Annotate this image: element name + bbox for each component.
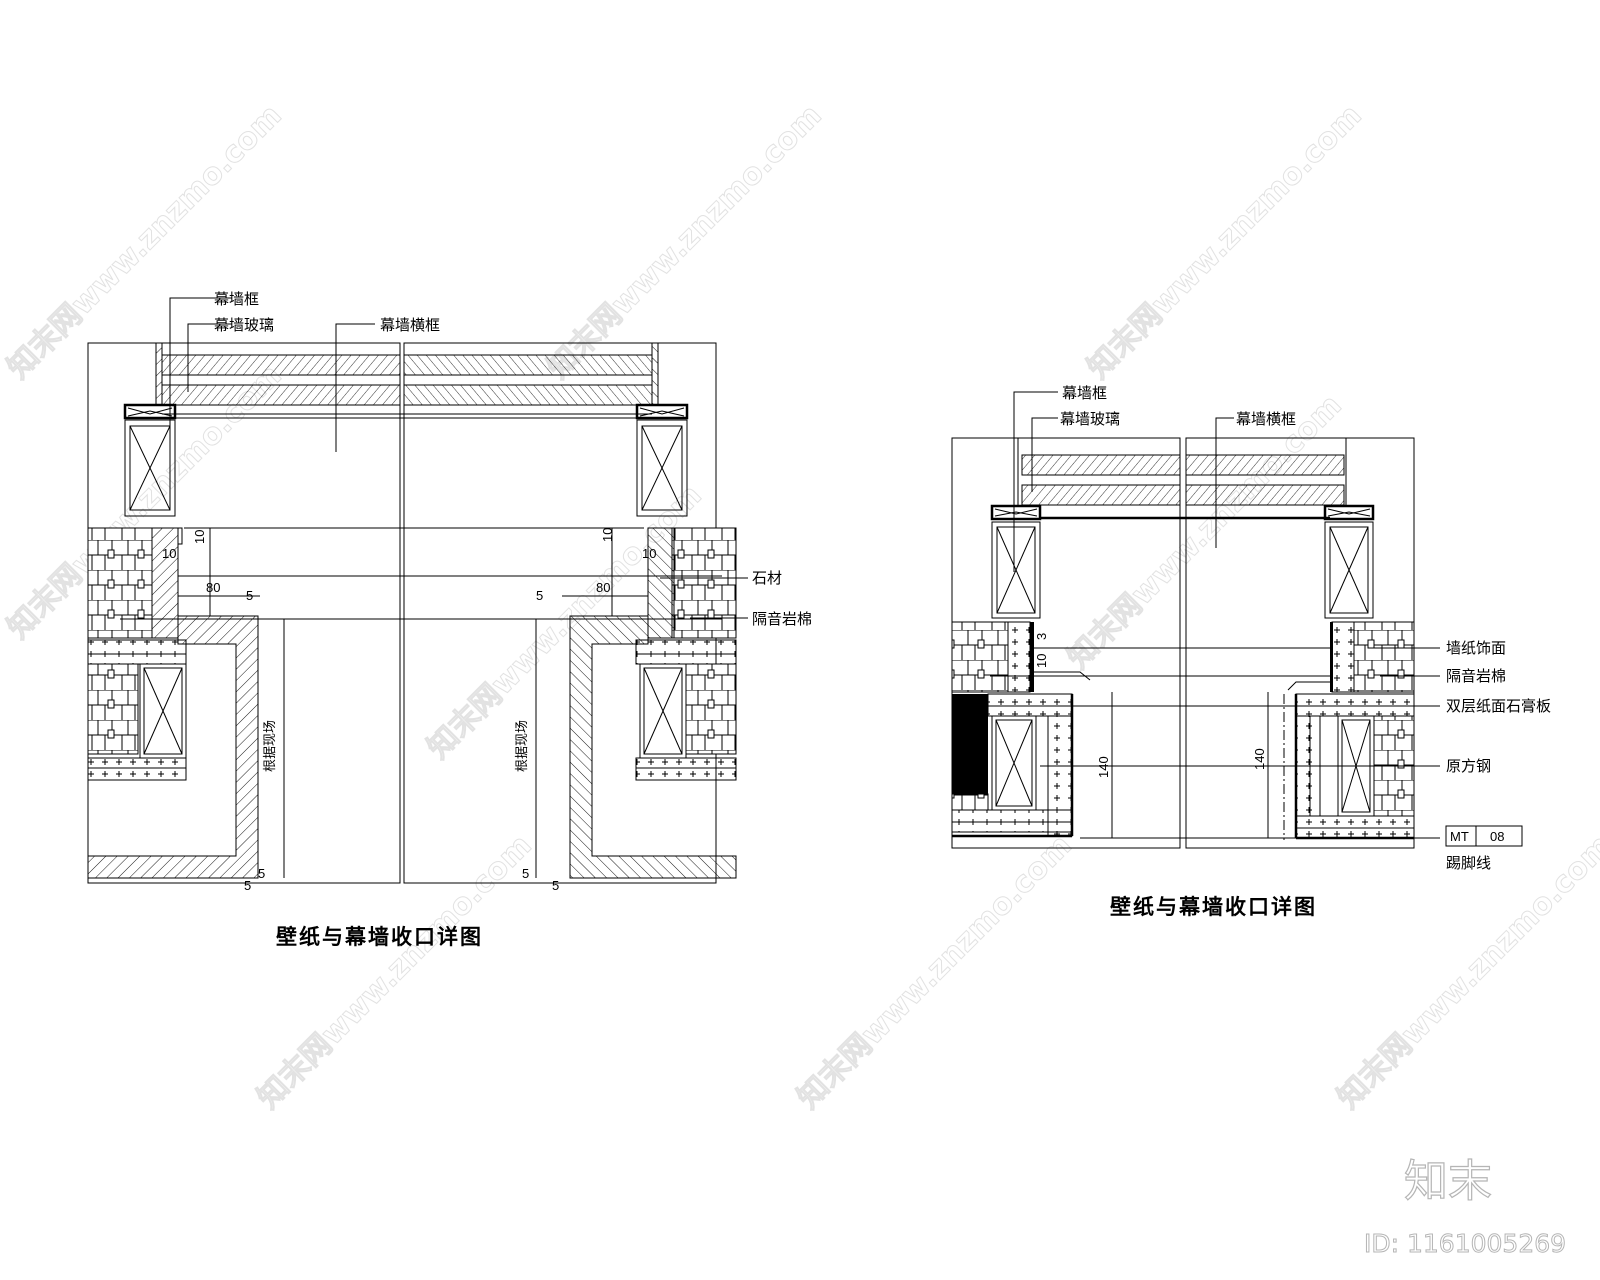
stone-layer [151, 527, 179, 639]
dim-5-small-right: 5 [536, 588, 543, 603]
dim-10-top-right: 10 [600, 528, 615, 542]
glass-band [403, 354, 653, 376]
glass-band [403, 384, 653, 406]
label-curtain-transom: 幕墙横框 [380, 316, 440, 334]
material-tag: MT 08 [1445, 825, 1523, 847]
detail-right-title: 壁纸与幕墙收口详图 [1110, 894, 1317, 919]
watermark-layer: 知末网www.znzmo.com 知末网www.znzmo.com 知末网www… [0, 97, 1600, 1116]
dim-5-small: 5 [246, 588, 253, 603]
dim-5-foot-right: 5 [552, 878, 559, 893]
label-rock-wool: 隔音岩棉 [1446, 667, 1506, 685]
dim-10-top: 10 [192, 530, 207, 544]
dim-140-right: 140 [1252, 748, 1267, 770]
detail-left-title: 壁纸与幕墙收口详图 [276, 924, 483, 949]
label-curtain-glass: 幕墙玻璃 [1060, 410, 1120, 428]
label-stone: 石材 [752, 569, 782, 587]
leader-curtain-transom [335, 323, 375, 452]
label-curtain-transom: 幕墙横框 [1236, 410, 1296, 428]
dim-3: 3 [1034, 633, 1049, 640]
detail-right: 幕墙框 幕墙玻璃 幕墙横框 墙纸饰面 隔音岩棉 双层纸面石膏板 原方钢 踢脚线 … [951, 384, 1551, 919]
leader-curtain-frame [169, 297, 232, 476]
dim-10: 10 [1034, 654, 1049, 668]
label-rock-wool: 隔音岩棉 [752, 610, 812, 628]
watermark-text: 知末网www.znzmo.com [791, 828, 1079, 1116]
watermark-text: 知末网www.znzmo.com [251, 828, 539, 1116]
label-curtain-frame: 幕墙框 [1062, 384, 1107, 402]
dim-140-left: 140 [1096, 756, 1111, 778]
solid-block [952, 694, 988, 794]
dim-5-bottom-right: 5 [522, 866, 529, 881]
label-curtain-frame: 幕墙框 [214, 290, 259, 308]
rock-wool-layer [1007, 621, 1031, 693]
dim-5-bottom: 5 [258, 866, 265, 881]
watermark-text: 知末网www.znzmo.com [1061, 388, 1349, 676]
image-id: ID: 1161005269 [1364, 1229, 1566, 1258]
site-note-right: 根据现场 [514, 720, 529, 772]
label-skirting: 踢脚线 [1446, 854, 1491, 872]
tag-number: 08 [1490, 829, 1504, 844]
dim-80: 80 [206, 580, 220, 595]
dim-5-foot: 5 [244, 878, 251, 893]
label-wallpaper: 墙纸饰面 [1446, 639, 1506, 657]
dim-10-inner: 10 [162, 546, 176, 561]
transom-box [635, 403, 689, 420]
detail-left: 幕墙框 幕墙玻璃 幕墙横框 石材 隔音岩棉 10 10 80 5 10 10 8… [87, 290, 812, 949]
dim-10-inner-right: 10 [642, 546, 656, 561]
label-steel: 原方钢 [1446, 757, 1491, 775]
dim-80-right: 80 [596, 580, 610, 595]
label-curtain-glass: 幕墙玻璃 [214, 316, 274, 334]
site-note: 根据现场 [262, 720, 277, 772]
leader-curtain-glass [187, 323, 232, 392]
brand-logo: 知末 [1404, 1156, 1492, 1207]
transom-box [123, 403, 177, 420]
glass-band [161, 384, 401, 406]
glass-band [161, 354, 401, 376]
tag-code: MT [1450, 829, 1469, 844]
stone-layer [647, 527, 675, 639]
label-gypsum: 双层纸面石膏板 [1446, 697, 1551, 715]
watermark-text: 知末网www.znzmo.com [1081, 98, 1369, 386]
